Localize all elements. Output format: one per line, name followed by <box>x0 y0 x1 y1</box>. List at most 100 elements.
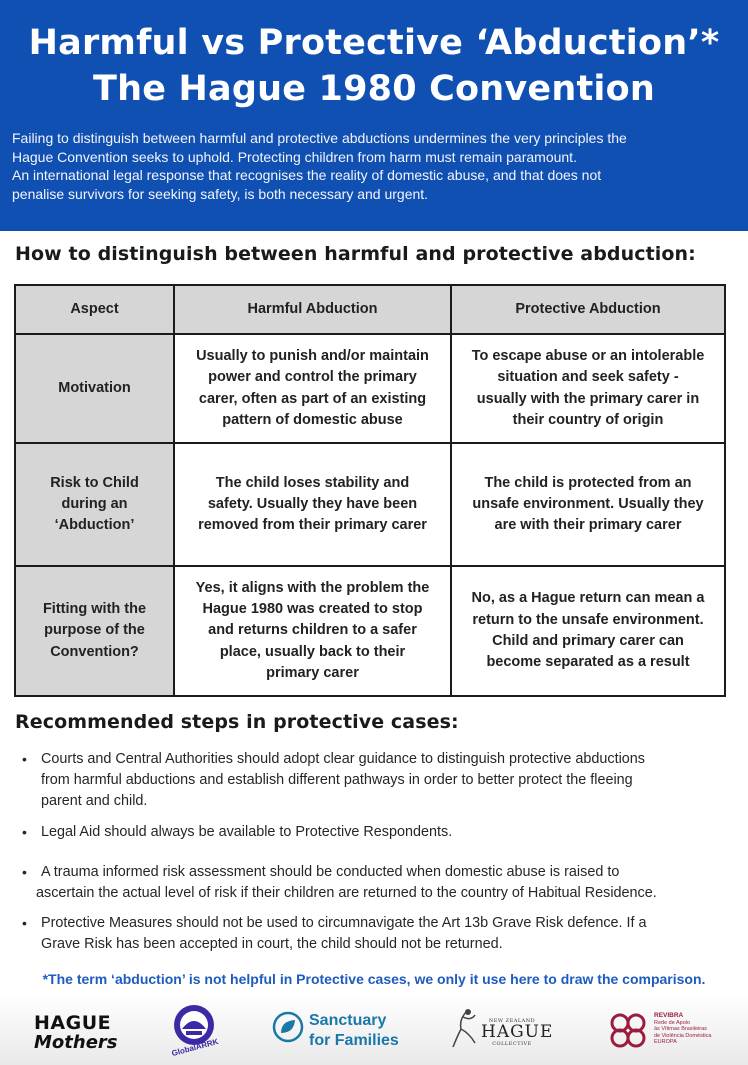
protective-cell: The child is protected from an unsafe en… <box>450 442 726 567</box>
page-title: Harmful vs Protective ‘Abduction’* The H… <box>0 20 748 112</box>
cell-line: The child loses stability and <box>215 474 410 491</box>
cell-line: power and control the primary <box>208 369 417 386</box>
logo-text: Rede de Apoio <box>654 1019 691 1026</box>
list-item: • A trauma informed risk assessment shou… <box>22 862 722 904</box>
how-to-distinguish-heading: How to distinguish between harmful and p… <box>15 243 696 265</box>
cell-line: their country of origin <box>512 411 664 428</box>
cell-line: Convention? <box>50 643 139 660</box>
cell-line: No, as a Hague return can mean a <box>471 590 705 607</box>
cell-line: during an <box>61 495 128 512</box>
aspect-cell-motivation: Motivation <box>14 333 175 444</box>
bullet-icon: • <box>22 915 27 931</box>
revibra-logo-text: REVIBRA Rede de Apoio às Vítimas Brasile… <box>654 1012 714 1046</box>
cell-line: To escape abuse or an intolerable <box>471 347 705 364</box>
intro-line: An international legal response that rec… <box>12 167 602 183</box>
step-line: from harmful abductions and establish di… <box>41 772 633 788</box>
intro-line: Failing to distinguish between harmful a… <box>12 130 627 146</box>
step-line: ascertain the actual level of risk if th… <box>36 885 657 901</box>
logo-text: HAGUE <box>34 1012 112 1034</box>
harmful-cell: Usually to punish and/or maintain power … <box>173 333 452 444</box>
bullet-icon: • <box>22 864 27 880</box>
nz-hague-logo-text: NEW ZEALAND HAGUE COLLECTIVE <box>481 1018 554 1047</box>
harmful-cell: The child loses stability and safety. Us… <box>173 442 452 567</box>
cell-line: Motivation <box>58 379 131 396</box>
title-line-1: Harmful vs Protective ‘Abduction’* <box>28 23 720 63</box>
cell-line: become separated as a result <box>486 654 690 671</box>
cell-line: safety. Usually they have been <box>207 495 418 512</box>
nz-hague-figure-icon <box>452 1009 476 1048</box>
cell-line: pattern of domestic abuse <box>222 411 403 428</box>
revibra-heart-icon <box>610 1013 646 1048</box>
cell-line: usually with the primary carer in <box>476 390 700 407</box>
logo-text: NEW ZEALAND <box>488 1018 536 1024</box>
logo-text: EUROPA <box>654 1039 677 1045</box>
cell-line: place, usually back to their <box>219 643 406 660</box>
cell-line: Risk to Child <box>50 474 139 491</box>
logo-text: COLLECTIVE <box>492 1041 532 1047</box>
logo-text: às Vítimas Brasileiras <box>654 1026 707 1032</box>
protective-cell: No, as a Hague return can mean a return … <box>450 565 726 697</box>
logo-text: for Families <box>309 1032 399 1049</box>
cell-line: Usually to punish and/or maintain <box>196 347 429 364</box>
cell-line: Child and primary carer can <box>492 633 684 649</box>
intro-line: penalise survivors for seeking safety, i… <box>12 185 429 202</box>
globalarrk-logo-icon <box>174 1005 214 1045</box>
step-line: A trauma informed risk assessment should… <box>41 864 620 880</box>
cell-line: carer, often as part of an existing <box>198 390 427 407</box>
aspect-cell-convention: Fitting with the purpose of the Conventi… <box>14 565 175 697</box>
logo-text: de Violência Doméstica <box>654 1032 712 1039</box>
cell-line: and returns children to a safer <box>208 622 417 639</box>
cell-line: primary carer <box>266 664 359 681</box>
cell-line: The child is protected from an <box>484 474 692 491</box>
table-row: Fitting with the purpose of the Conventi… <box>14 565 726 697</box>
table-header-row: Aspect Harmful Abduction Protective Abdu… <box>14 284 726 335</box>
recommended-steps-heading: Recommended steps in protective cases: <box>15 711 459 733</box>
step-text: Courts and Central Authorities should ad… <box>41 749 722 812</box>
step-line: Grave Risk has been accepted in court, t… <box>41 936 503 952</box>
sanctuary-leaf-icon <box>272 1011 304 1043</box>
header-harmful: Harmful Abduction <box>173 284 452 335</box>
cell-line: removed from their primary carer <box>198 517 427 534</box>
cell-line: Hague 1980 was created to stop <box>202 601 423 618</box>
logo-text: REVIBRA <box>654 1012 684 1019</box>
step-line: Courts and Central Authorities should ad… <box>41 751 645 767</box>
intro-text: Failing to distinguish between harmful a… <box>12 129 736 203</box>
step-text: Protective Measures should not be used t… <box>41 913 722 955</box>
recommended-steps-list: • Courts and Central Authorities should … <box>22 749 722 955</box>
cell-line: unsafe environment. Usually they <box>472 495 704 512</box>
cell-line: purpose of the <box>44 622 145 639</box>
list-item: • Legal Aid should always be available t… <box>22 822 722 843</box>
sanctuary-logo-text: Sanctuary for Families <box>309 1011 399 1051</box>
cell-line: Fitting with the <box>42 601 147 618</box>
cell-line: ‘Abduction’ <box>54 517 135 534</box>
table-row: Motivation Usually to punish and/or main… <box>14 333 726 444</box>
cell-line: situation and seek safety - <box>497 369 679 386</box>
header-protective: Protective Abduction <box>450 284 726 335</box>
logo-strip: HAGUE Mothers GlobalARRK Sanctuary for F… <box>0 995 748 1065</box>
header-aspect: Aspect <box>14 284 175 335</box>
step-text: Legal Aid should always be available to … <box>41 822 722 843</box>
step-line: parent and child. <box>41 793 148 809</box>
table-row: Risk to Child during an ‘Abduction’ The … <box>14 442 726 567</box>
footnote: *The term ‘abduction’ is not helpful in … <box>42 971 706 987</box>
step-text: A trauma informed risk assessment should… <box>36 862 722 904</box>
list-item: • Courts and Central Authorities should … <box>22 749 722 812</box>
logo-text: HAGUE <box>481 1022 554 1042</box>
comparison-table: Aspect Harmful Abduction Protective Abdu… <box>14 284 726 697</box>
bullet-icon: • <box>22 751 27 767</box>
cell-line: Yes, it aligns with the problem the <box>195 579 430 596</box>
aspect-cell-risk: Risk to Child during an ‘Abduction’ <box>14 442 175 567</box>
list-item: • Protective Measures should not be used… <box>22 913 722 955</box>
step-line: Legal Aid should always be available to … <box>41 824 453 840</box>
bullet-icon: • <box>22 824 27 840</box>
logo-text: Sanctuary <box>309 1012 387 1029</box>
hague-mothers-logo: HAGUE Mothers <box>34 1012 118 1053</box>
protective-cell: To escape abuse or an intolerable situat… <box>450 333 726 444</box>
harmful-cell: Yes, it aligns with the problem the Hagu… <box>173 565 452 697</box>
cell-line: are with their primary carer <box>494 517 682 534</box>
step-line: Protective Measures should not be used t… <box>41 915 647 931</box>
logo-text: Mothers <box>34 1032 118 1053</box>
header-banner: Harmful vs Protective ‘Abduction’* The H… <box>0 0 748 231</box>
intro-line: Hague Convention seeks to uphold. Protec… <box>12 148 577 165</box>
title-line-2: The Hague 1980 Convention <box>93 69 655 109</box>
